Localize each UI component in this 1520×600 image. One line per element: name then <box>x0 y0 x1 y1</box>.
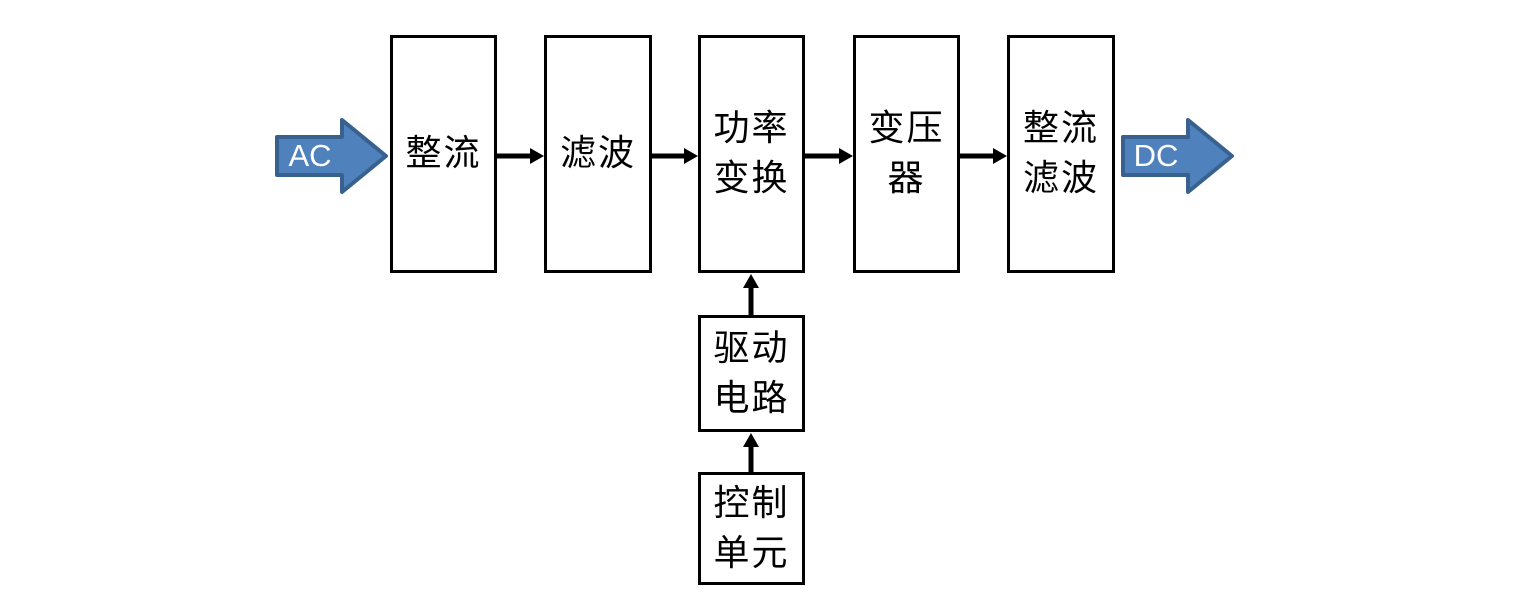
block-filter: 滤波 <box>544 35 652 273</box>
block-control-unit-label: 控制 单元 <box>713 482 790 573</box>
ac-input-label: AC <box>288 138 332 173</box>
block-drive-circuit-label: 驱动 电路 <box>713 327 790 418</box>
block-drive-circuit: 驱动 电路 <box>698 315 805 432</box>
flow-arrow-rectifier-to-filter <box>497 148 544 164</box>
arrow-shaft <box>497 153 531 159</box>
block-control-unit: 控制 单元 <box>698 472 805 585</box>
flow-arrow-filter-to-power-conversion <box>652 148 698 164</box>
ac-arrow-shape-icon <box>275 118 388 194</box>
flow-arrow-control-unit-to-drive-circuit <box>743 433 759 472</box>
arrow-head-up-icon <box>743 433 759 447</box>
block-power-conversion: 功率 变换 <box>698 35 805 273</box>
arrow-shaft <box>805 153 840 159</box>
block-rectify-filter-label: 整流 滤波 <box>1022 108 1099 198</box>
arrow-head-right-icon <box>684 148 698 164</box>
ac-input-arrow: AC <box>275 117 389 195</box>
arrow-shaft <box>748 445 754 472</box>
block-transformer-label: 变压 器 <box>868 108 945 198</box>
arrow-shaft <box>960 153 994 159</box>
flow-arrow-power-conversion-to-transformer <box>805 148 853 164</box>
block-power-conversion-label: 功率 变换 <box>713 108 790 198</box>
dc-arrow-shape-icon <box>1121 118 1234 194</box>
ac-arrow-outline <box>275 118 388 194</box>
arrow-head-right-icon <box>530 148 544 164</box>
flow-arrow-drive-circuit-to-power-conversion <box>743 274 759 315</box>
block-rectifier-label: 整流 <box>405 133 482 174</box>
dc-arrow-outline <box>1121 118 1234 194</box>
flow-arrow-transformer-to-rectify-filter <box>960 148 1007 164</box>
block-transformer: 变压 器 <box>853 35 960 273</box>
dc-output-arrow: DC <box>1121 117 1235 195</box>
block-filter-label: 滤波 <box>559 133 636 174</box>
arrow-shaft <box>748 286 754 315</box>
block-rectifier: 整流 <box>390 35 497 273</box>
arrow-head-up-icon <box>743 274 759 288</box>
dc-output-label: DC <box>1133 138 1179 173</box>
arrow-head-right-icon <box>993 148 1007 164</box>
arrow-shaft <box>652 153 685 159</box>
block-rectify-filter: 整流 滤波 <box>1007 35 1115 273</box>
arrow-head-right-icon <box>839 148 853 164</box>
